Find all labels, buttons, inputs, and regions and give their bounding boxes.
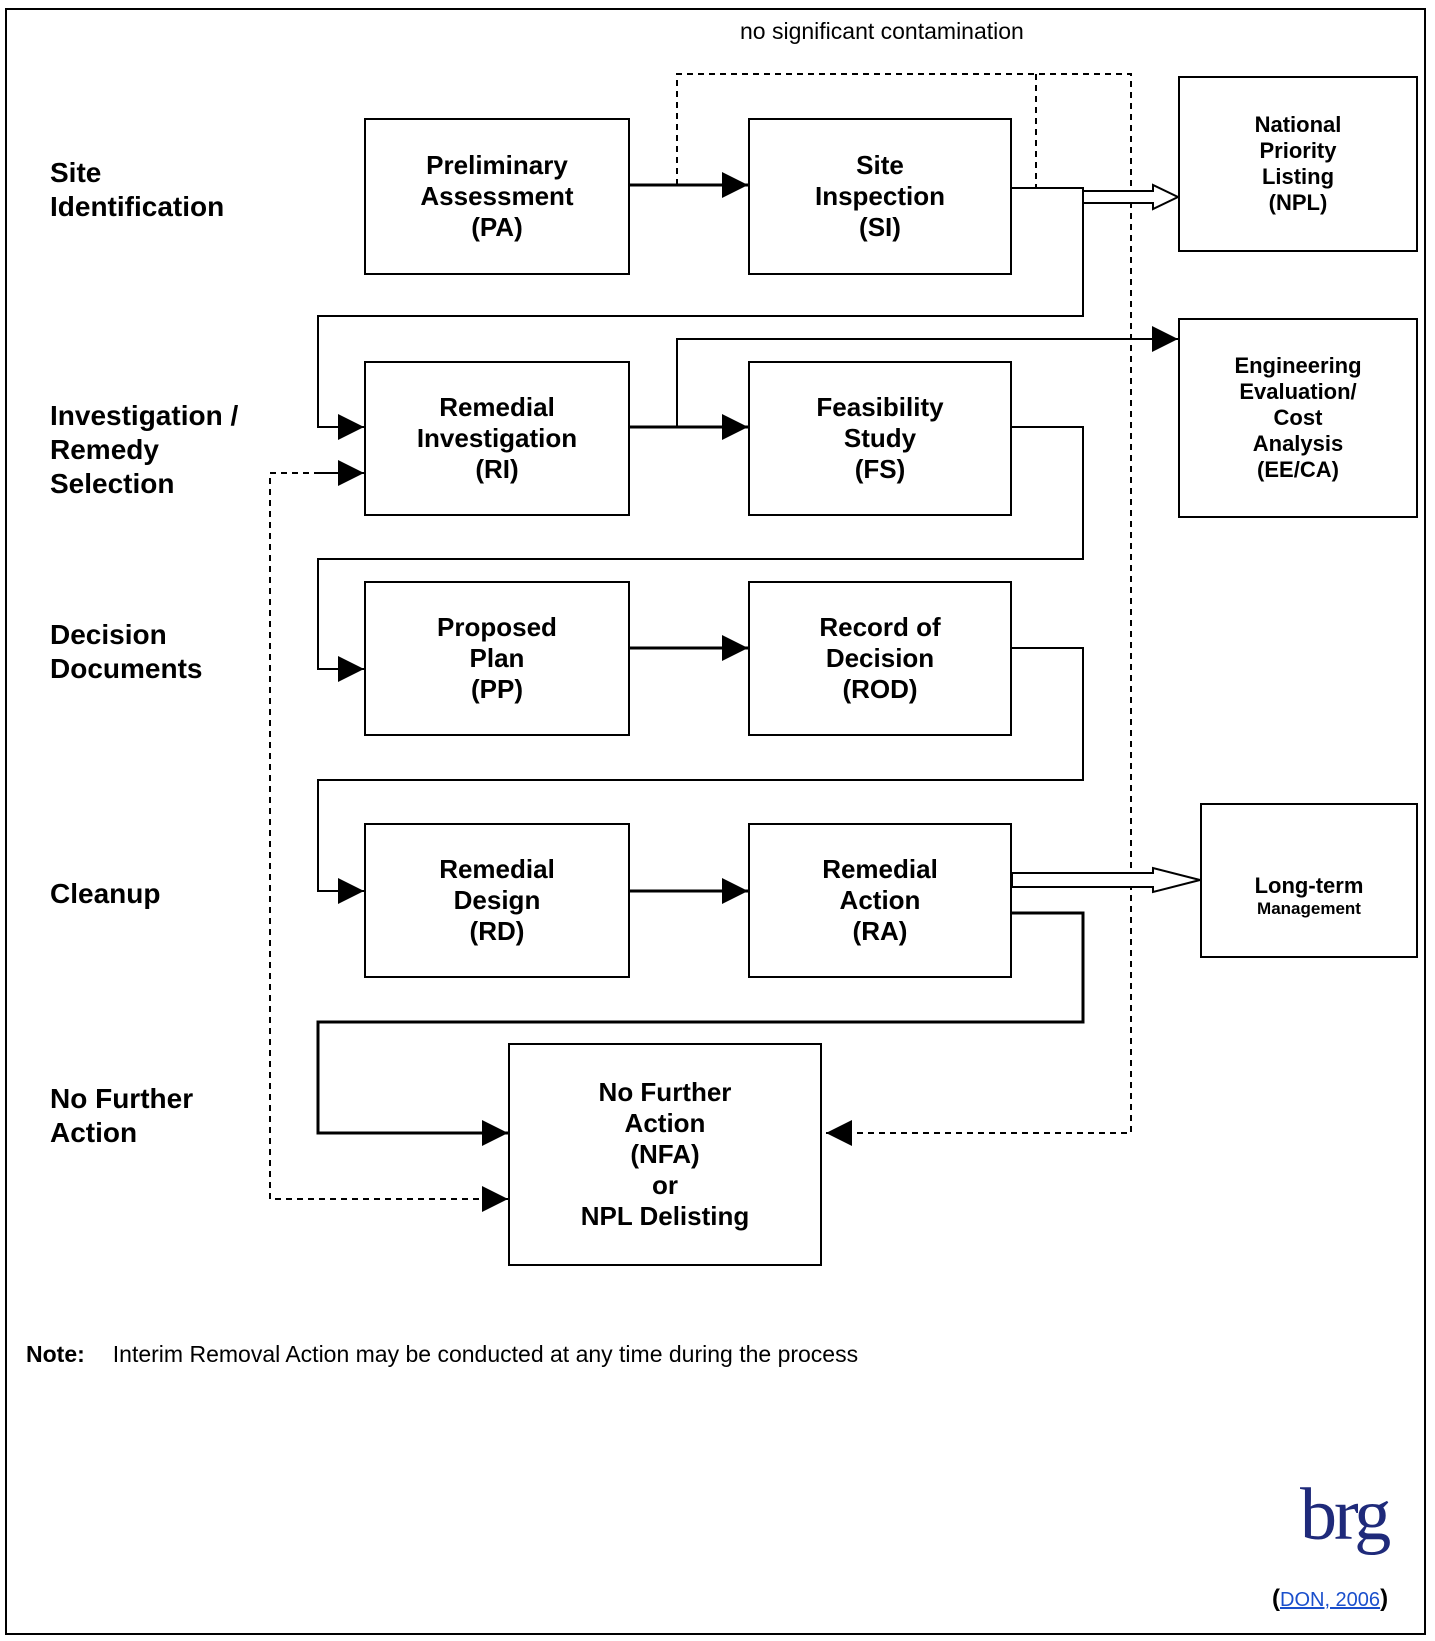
hollow-arrow-to-npl bbox=[1082, 183, 1181, 211]
stage-site-identification: Site Identification bbox=[50, 157, 225, 222]
box-remedial-investigation: Remedial Investigation (RI) bbox=[364, 361, 630, 516]
stage-no-further-action: No Further Action bbox=[50, 1083, 194, 1148]
arrow-ri-to-eeca bbox=[676, 326, 1178, 427]
box-label: Engineering Evaluation/ Cost Analysis (E… bbox=[1234, 353, 1362, 482]
brg-logo: brg bbox=[1300, 1474, 1391, 1556]
ltm-subtitle: Management bbox=[1257, 898, 1361, 918]
citation-link[interactable]: DON, 2006 bbox=[1280, 1589, 1381, 1611]
arrow-si-to-ri bbox=[317, 187, 1084, 440]
box-ee-ca: Engineering Evaluation/ Cost Analysis (E… bbox=[1178, 318, 1418, 518]
box-label: Record of Decision (ROD) bbox=[819, 612, 941, 704]
box-label: Feasibility Study (FS) bbox=[816, 392, 944, 484]
box-no-further-action: No Further Action (NFA) or NPL Delisting bbox=[508, 1043, 822, 1266]
dashed-left-to-ri bbox=[269, 472, 508, 1212]
box-remedial-action: Remedial Action (RA) bbox=[748, 823, 1012, 978]
footnote: Note: Interim Removal Action may be condu… bbox=[26, 1341, 858, 1368]
citation: (DON, 2006) bbox=[1272, 1585, 1388, 1613]
box-feasibility-study: Feasibility Study (FS) bbox=[748, 361, 1012, 516]
note-label: Note: bbox=[26, 1341, 85, 1367]
citation-open-paren: ( bbox=[1272, 1585, 1280, 1612]
box-label: Remedial Investigation (RI) bbox=[416, 392, 578, 484]
box-record-of-decision: Record of Decision (ROD) bbox=[748, 581, 1012, 736]
arrow-rod-to-rd bbox=[317, 647, 1084, 904]
box-label: National Priority Listing (NPL) bbox=[1254, 112, 1342, 215]
box-long-term-management: Long-term Management bbox=[1200, 803, 1418, 958]
box-national-priority-listing: National Priority Listing (NPL) bbox=[1178, 76, 1418, 252]
diagram-frame bbox=[5, 8, 1426, 1635]
ltm-title: Long-term bbox=[1254, 872, 1364, 898]
stage-investigation-remedy-selection: Investigation / Remedy Selection bbox=[50, 400, 239, 499]
box-label: Remedial Design (RD) bbox=[439, 854, 555, 946]
box-remedial-design: Remedial Design (RD) bbox=[364, 823, 630, 978]
box-label: Preliminary Assessment (PA) bbox=[420, 150, 574, 242]
arrow-fs-to-pp bbox=[317, 426, 1084, 682]
no-contamination-label: no significant contamination bbox=[740, 18, 1024, 44]
citation-close-paren: ) bbox=[1380, 1585, 1389, 1612]
stage-decision-documents: Decision Documents bbox=[50, 619, 203, 684]
dashed-no-contamination bbox=[676, 73, 1132, 1146]
stage-cleanup: Cleanup bbox=[50, 878, 161, 909]
note-text: Interim Removal Action may be conducted … bbox=[112, 1341, 859, 1367]
box-label: No Further Action (NFA) or NPL Delisting bbox=[580, 1077, 750, 1231]
box-label: Remedial Action (RA) bbox=[822, 854, 938, 946]
box-preliminary-assessment: Preliminary Assessment (PA) bbox=[364, 118, 630, 275]
box-site-inspection: Site Inspection (SI) bbox=[748, 118, 1012, 275]
box-label: Site Inspection (SI) bbox=[814, 150, 945, 242]
box-label: Proposed Plan (PP) bbox=[437, 612, 557, 704]
arrow-ra-to-nfa bbox=[316, 911, 1085, 1146]
hollow-arrow-to-ltm bbox=[1011, 866, 1201, 894]
box-proposed-plan: Proposed Plan (PP) bbox=[364, 581, 630, 736]
